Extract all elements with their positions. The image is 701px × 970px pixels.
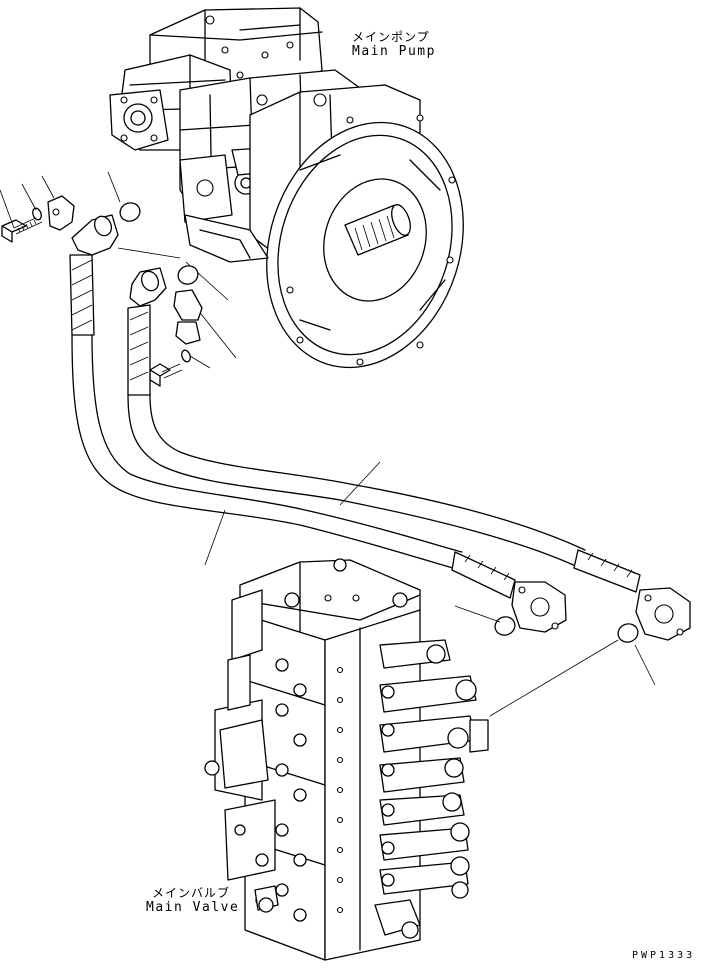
main-pump-label-jp: メインポンプ [352,30,430,44]
split-flange-icon [47,195,75,231]
main-valve-label-jp: メインバルブ [152,886,231,900]
bolt-icon [1,215,43,243]
o-ring-icon [119,202,199,285]
main-pump [109,7,464,369]
drawing-code: PWP1333 [632,950,696,961]
main-pump-label-en: Main Pump [352,44,436,59]
hose-icon [69,254,641,599]
pump-fittings [0,171,237,387]
main-valve-label-en: Main Valve [146,900,240,915]
valve-fittings [454,581,691,717]
main-valve [204,558,489,961]
